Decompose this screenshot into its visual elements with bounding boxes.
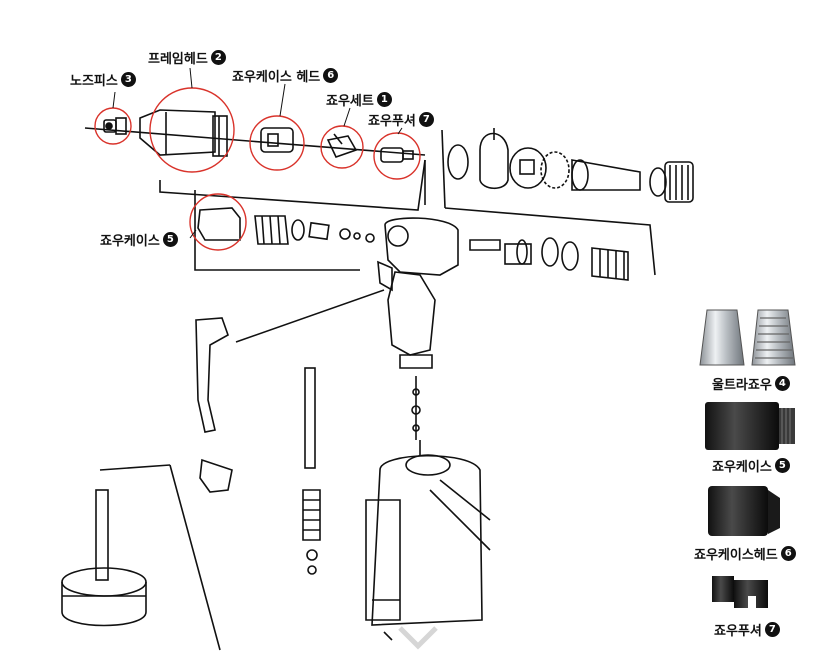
middle-row — [197, 207, 375, 245]
jaw-case-head-part — [260, 127, 294, 153]
label-text: 울트라죠우 — [712, 378, 772, 393]
jaw-case-head-photo — [708, 486, 780, 536]
jaw-case-photo — [705, 402, 795, 450]
label-text: 죠우케이스 — [100, 234, 160, 249]
watermark-chevron — [398, 626, 438, 650]
number-badge: 7 — [418, 112, 434, 127]
right-upper-cluster — [447, 128, 694, 203]
jaw-pusher-photo — [712, 576, 768, 608]
side-label-ultra-jaw: 울트라죠우 4 — [712, 374, 790, 393]
piston-base — [61, 464, 221, 651]
number-badge: 1 — [376, 92, 392, 107]
jaw-pusher-highlight — [373, 132, 421, 180]
nose-piece-part — [103, 117, 127, 135]
number-badge: 7 — [764, 622, 780, 637]
number-badge: 6 — [780, 546, 796, 561]
label-jaw-case: 죠우케이스 5 — [100, 230, 178, 249]
ultra-jaw-photo — [699, 309, 796, 366]
number-badge: 6 — [323, 68, 339, 83]
side-label-jaw-case-head: 죠우케이스헤드 6 — [694, 544, 796, 563]
number-badge: 5 — [774, 458, 790, 473]
air-cylinder — [365, 454, 491, 641]
label-jaw-set: 죠우세트 1 — [326, 90, 392, 109]
lower-rod-parts — [302, 367, 421, 575]
trigger-lever — [195, 289, 385, 493]
jaw-set-part — [326, 133, 358, 158]
frame-head-highlight — [149, 87, 235, 173]
right-middle-row — [469, 237, 629, 281]
number-badge: 5 — [162, 232, 178, 247]
frame-head-part — [139, 109, 228, 157]
jaw-set-highlight — [320, 125, 364, 169]
leader-lines — [112, 67, 403, 239]
jaw-case-highlight — [189, 193, 247, 251]
label-nose-piece: 노즈피스 3 — [70, 70, 136, 89]
number-badge: 2 — [210, 50, 226, 65]
number-badge: 4 — [774, 376, 790, 391]
label-text: 죠우케이스 — [712, 460, 772, 475]
jaw-case-head-highlight — [249, 115, 305, 171]
label-text: 죠우세트 — [326, 94, 374, 109]
label-text: 죠우케이스헤드 — [694, 548, 778, 563]
line-art — [61, 109, 694, 651]
label-text: 죠우케이스 헤드 — [232, 70, 321, 85]
label-text: 노즈피스 — [70, 74, 118, 89]
number-badge: 3 — [120, 72, 136, 87]
jaw-pusher-part — [380, 147, 414, 163]
side-label-jaw-case: 죠우케이스 5 — [712, 456, 790, 475]
label-text: 죠우푸셔 — [368, 114, 416, 129]
label-text: 프레임헤드 — [148, 52, 208, 67]
tool-body — [377, 217, 459, 369]
side-label-jaw-pusher: 죠우푸셔 7 — [714, 620, 780, 639]
label-jaw-case-head: 죠우케이스 헤드 6 — [232, 66, 339, 85]
label-text: 죠우푸셔 — [714, 624, 762, 639]
label-jaw-pusher: 죠우푸셔 7 — [368, 110, 434, 129]
label-frame-head: 프레임헤드 2 — [148, 48, 226, 67]
